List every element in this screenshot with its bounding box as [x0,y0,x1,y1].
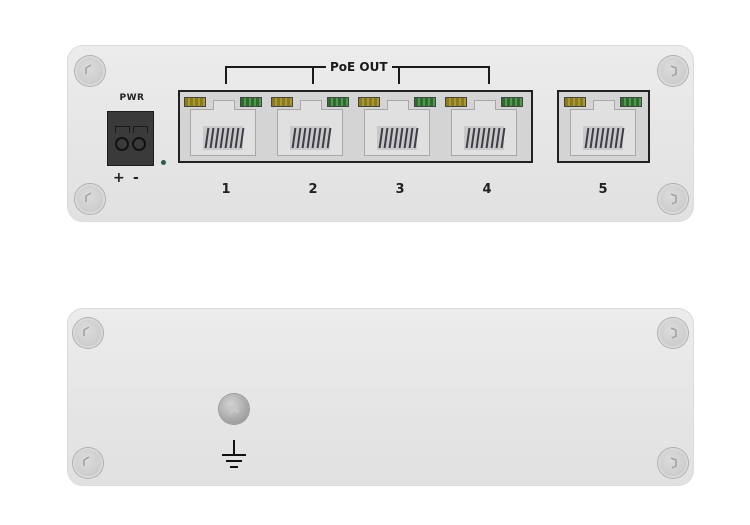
amber-led [358,97,380,107]
poe-out-label: PoE OUT [326,60,392,74]
amber-led [271,97,293,107]
poe-port-group [178,90,533,163]
connector-hole [132,137,146,151]
rj45-jack [277,100,343,156]
screw-icon [73,448,103,478]
ground-symbol-icon [222,440,246,468]
plus-label: + [113,170,125,186]
ethernet-port-1[interactable] [182,95,264,159]
screw-icon [658,448,688,478]
ethernet-port-2[interactable] [269,95,351,159]
amber-led [445,97,467,107]
ground-screw [219,394,249,424]
connector-slot [115,126,130,133]
ethernet-port-4[interactable] [443,95,525,159]
connector-hole [115,137,129,151]
connector-slot [133,126,148,133]
ethernet-port-5[interactable] [562,95,644,159]
power-label: PWR [119,93,145,103]
port-number-3: 3 [395,182,405,197]
port-number-5: 5 [598,182,608,197]
port-number-2: 2 [308,182,318,197]
uplink-port-group [557,90,650,163]
green-led [240,97,262,107]
screw-icon [73,318,103,348]
rj45-jack [451,100,517,156]
power-led [161,160,166,165]
screw-icon [658,56,688,86]
back-panel [67,308,694,486]
green-led [327,97,349,107]
rj45-jack [570,100,636,156]
port-number-1: 1 [221,182,231,197]
power-connector [107,111,154,166]
green-led [501,97,523,107]
port-number-4: 4 [482,182,492,197]
green-led [620,97,642,107]
screw-icon [75,56,105,86]
screw-icon [658,318,688,348]
ethernet-port-3[interactable] [356,95,438,159]
minus-label: - [133,170,139,186]
green-led [414,97,436,107]
amber-led [564,97,586,107]
amber-led [184,97,206,107]
rj45-jack [190,100,256,156]
screw-icon [658,184,688,214]
rj45-jack [364,100,430,156]
screw-icon [75,184,105,214]
